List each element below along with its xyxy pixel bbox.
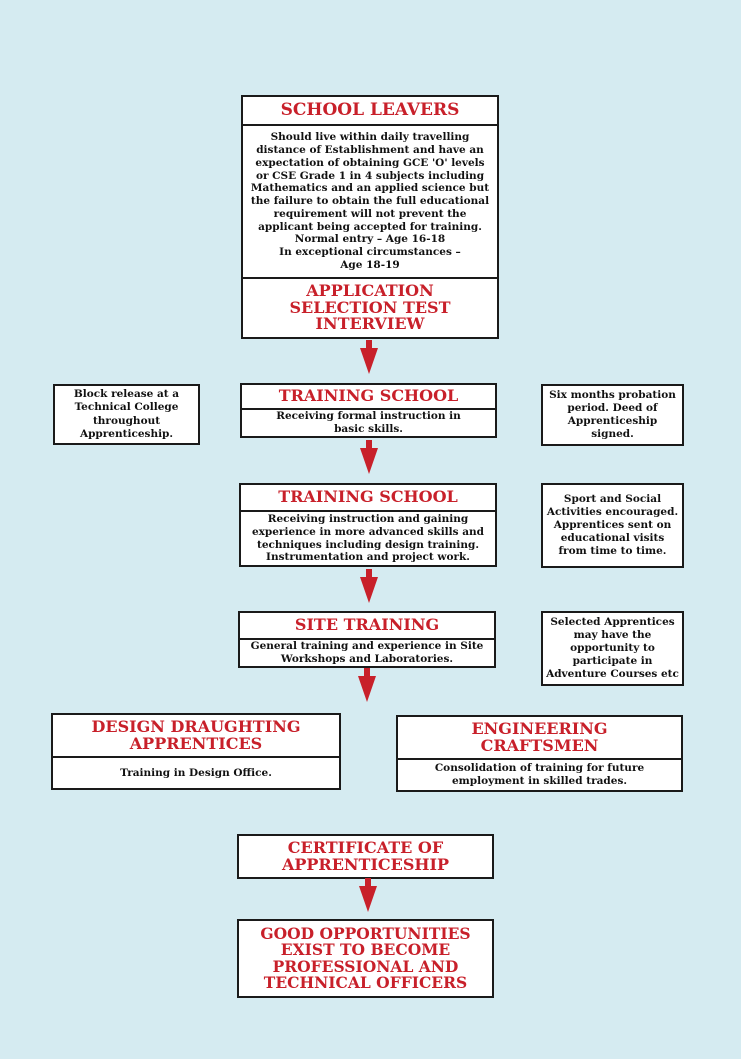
application-stage: APPLICATION SELECTION TEST INTERVIEW — [289, 280, 451, 334]
training-school-1-box: TRAINING SCHOOL Receiving formal instruc… — [240, 383, 497, 438]
training-school-1-body: Receiving formal instruction in basic sk… — [276, 410, 461, 436]
flow-arrow — [360, 440, 378, 474]
flow-arrow — [359, 878, 377, 912]
certificate-title: CERTIFICATE OF APPRENTICESHIP — [281, 837, 450, 874]
training-school-2-title: TRAINING SCHOOL — [241, 485, 495, 512]
engineering-craftsmen-title: ENGINEERING CRAFTSMEN — [398, 717, 681, 760]
design-draughting-box: DESIGN DRAUGHTING APPRENTICES Training i… — [51, 713, 341, 790]
school-leavers-box: SCHOOL LEAVERS Should live within daily … — [241, 95, 499, 339]
design-draughting-body: Training in Design Office. — [120, 766, 272, 779]
training-school-1-title: TRAINING SCHOOL — [242, 385, 495, 411]
probation-note: Six months probation period. Deed of App… — [541, 384, 684, 446]
training-school-2-body: Receiving instruction and gaining experi… — [251, 512, 485, 564]
engineering-craftsmen-box: ENGINEERING CRAFTSMEN Consolidation of t… — [396, 715, 683, 792]
training-school-2-box: TRAINING SCHOOL Receiving instruction an… — [239, 483, 497, 567]
flow-arrow — [358, 668, 376, 702]
sport-note: Sport and Social Activities encouraged. … — [541, 483, 684, 568]
certificate-box: CERTIFICATE OF APPRENTICESHIP — [237, 834, 494, 879]
opportunities-box: GOOD OPPORTUNITIES EXIST TO BECOME PROFE… — [237, 919, 494, 998]
school-leavers-body: Should live within daily travelling dist… — [243, 126, 497, 279]
engineering-craftsmen-body: Consolidation of training for future emp… — [434, 762, 645, 787]
flow-arrow — [360, 569, 378, 603]
site-training-title: SITE TRAINING — [240, 613, 494, 640]
design-draughting-title: DESIGN DRAUGHTING APPRENTICES — [53, 715, 339, 758]
adventure-note: Selected Apprentices may have the opport… — [541, 611, 684, 686]
school-leavers-title: SCHOOL LEAVERS — [243, 97, 497, 126]
site-training-box: SITE TRAINING General training and exper… — [238, 611, 496, 668]
flow-arrow — [360, 340, 378, 374]
site-training-body: General training and experience in Site … — [250, 640, 484, 665]
opportunities-title: GOOD OPPORTUNITIES EXIST TO BECOME PROFE… — [260, 923, 471, 992]
block-release-note: Block release at a Technical College thr… — [53, 384, 200, 445]
